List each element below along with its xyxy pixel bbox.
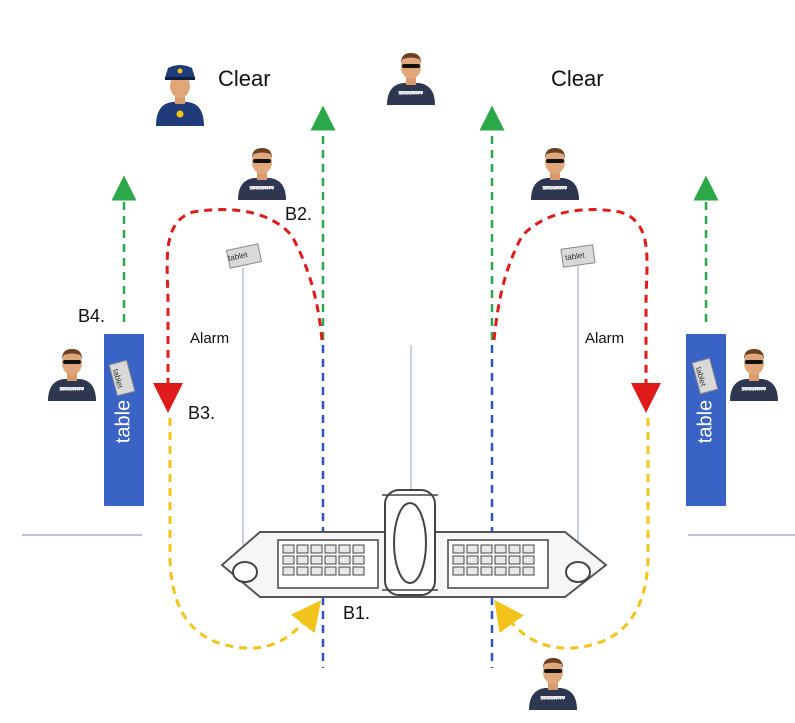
tablet-icon (691, 357, 719, 395)
security-guard-icon (529, 658, 577, 710)
police-officer-icon (156, 65, 204, 126)
red-path-right (492, 208, 661, 413)
b4-label: B4. (78, 306, 106, 326)
b3-label: B3. (188, 403, 216, 423)
clear-label-right: Clear (551, 66, 604, 91)
alarm-label-right: Alarm (585, 330, 625, 347)
security-guard-icon (730, 349, 778, 401)
security-guard-icon (531, 148, 579, 200)
b1-label: B1. (343, 603, 371, 623)
alarm-label-left: Alarm (190, 330, 230, 347)
clear-label-left: Clear (218, 66, 271, 91)
robot-top-view-icon (220, 489, 608, 598)
yellow-path-left (168, 418, 322, 650)
security-guard-icon (48, 349, 96, 401)
tablet-icon (108, 359, 136, 397)
b2-label: B2. (285, 204, 313, 224)
guard-shirt-label: SECURITY (540, 696, 566, 702)
red-path-left (153, 208, 324, 413)
guard-shirt-label: SECURITY (741, 387, 767, 393)
guard-shirt-label: SECURITY (249, 186, 275, 192)
guard-shirt-label: SECURITY (59, 387, 85, 393)
guard-shirt-label: SECURITY (542, 186, 568, 192)
security-guard-icon (238, 148, 286, 200)
tablet-icon (560, 244, 596, 268)
yellow-path-right (494, 418, 650, 650)
tablet-icon (225, 243, 263, 269)
security-guard-icon (387, 53, 435, 105)
guard-shirt-label: SECURITY (398, 91, 424, 97)
